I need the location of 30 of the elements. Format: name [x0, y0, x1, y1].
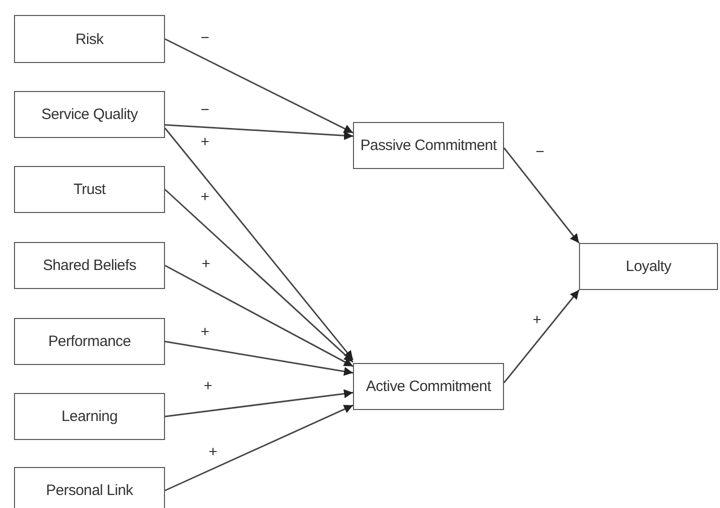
variable-box [14, 467, 165, 508]
variable-name: Shared Beliefs [42, 257, 136, 274]
arrow [164, 38, 354, 134]
arrow [164, 264, 354, 367]
arrow [164, 188, 354, 363]
variable-name: Active Commitment [366, 378, 491, 395]
variable-name: Personal Link [46, 482, 133, 499]
arrow [503, 290, 580, 384]
variable-box [579, 243, 718, 290]
arrow [164, 404, 354, 492]
variable-name: Passive Commitment [360, 137, 497, 154]
arrow [164, 340, 354, 376]
variable-name: Loyalty [626, 258, 672, 275]
variable-box [14, 318, 165, 365]
variable-box [14, 242, 165, 289]
variable-box [14, 91, 165, 138]
variable-box [14, 166, 165, 213]
variable-box [353, 363, 504, 410]
variable-box [353, 122, 504, 169]
arrow [164, 128, 354, 360]
arrow [164, 389, 354, 418]
variable-box [14, 15, 165, 63]
arrow [503, 147, 580, 244]
variable-name: Service Quality [41, 106, 138, 123]
variable-name: Performance [48, 333, 131, 350]
arrow [164, 124, 354, 140]
variable-box [14, 393, 165, 440]
variable-name: Learning [62, 408, 118, 425]
variable-name: Risk [76, 30, 104, 48]
variable-name: Trust [73, 181, 106, 198]
